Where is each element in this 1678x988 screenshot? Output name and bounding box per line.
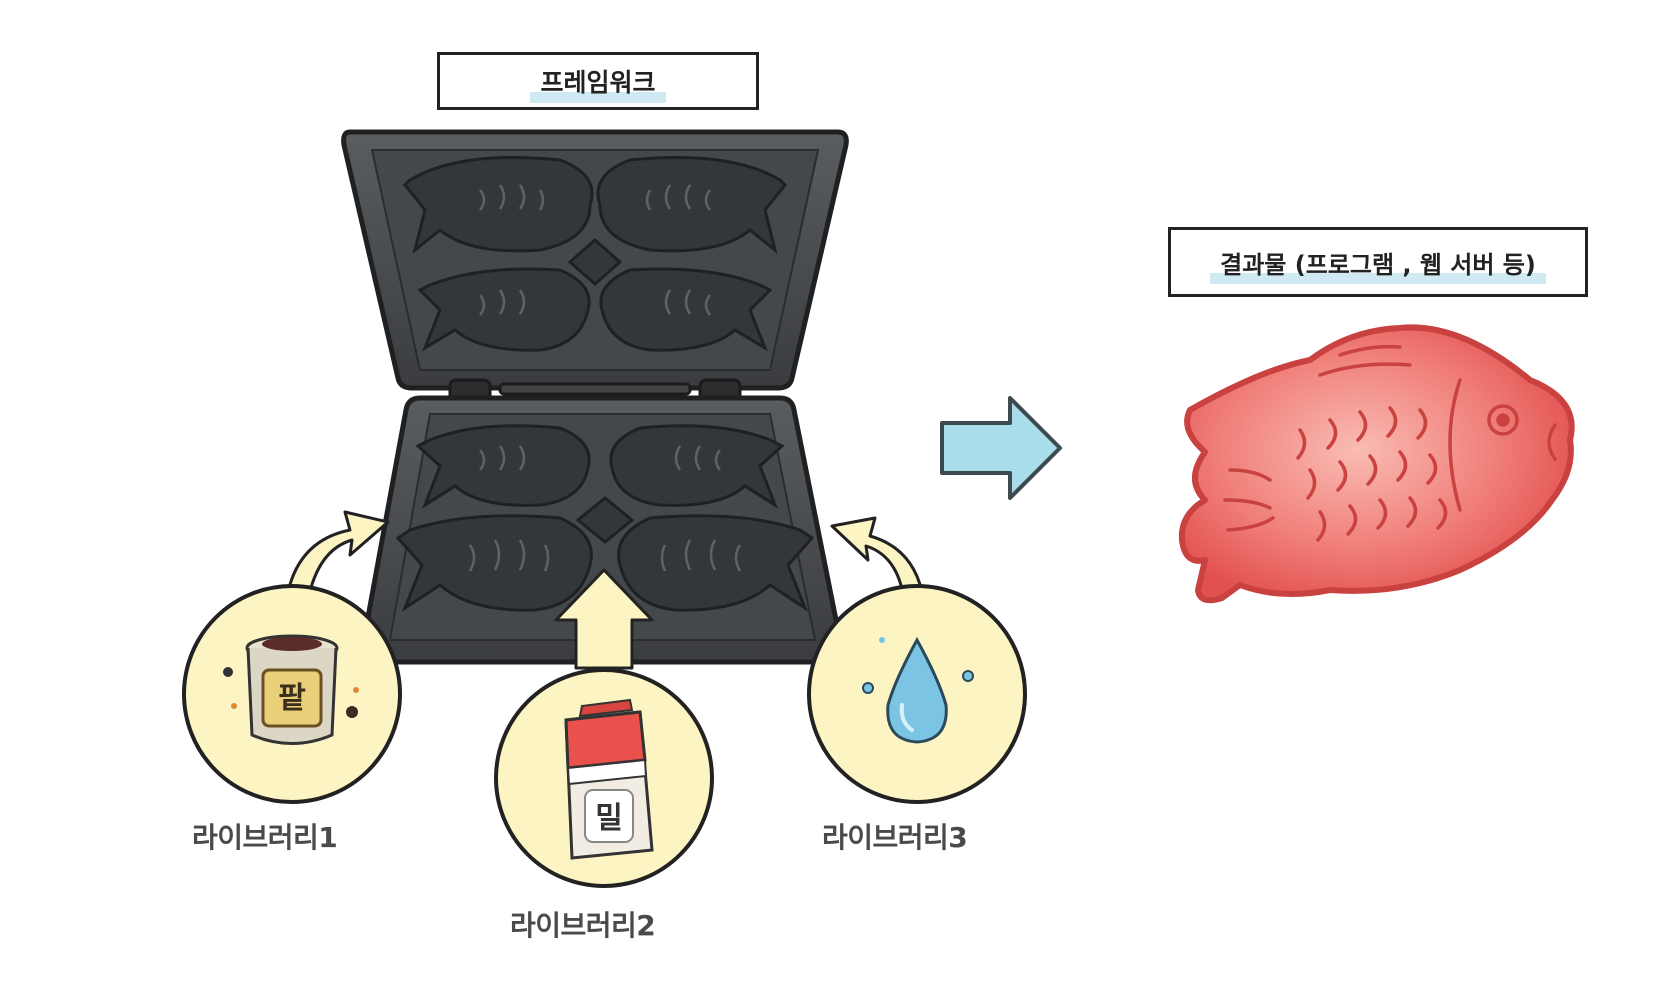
result-label: 결과물 (프로그램 , 웹 서버 등) xyxy=(1210,245,1546,284)
framework-label: 프레임워크 xyxy=(530,63,666,103)
library-2-connector xyxy=(554,568,654,670)
cavity-diamond-2 xyxy=(575,496,635,544)
cavity-fish-3 xyxy=(417,267,591,352)
cavity-fish-4 xyxy=(599,267,773,352)
cavity-fish-1 xyxy=(402,156,594,254)
library-3-label: 라이브러리3 xyxy=(822,821,968,854)
library-1-connector xyxy=(286,510,390,602)
library-3-connector xyxy=(830,516,924,602)
library-1-ingredient-text: 팥 xyxy=(278,681,306,716)
library-2-ingredient-text: 밀 xyxy=(595,801,623,836)
water-drop-icon xyxy=(862,636,974,744)
framework-label-box: 프레임워크 xyxy=(437,52,759,110)
cavity-diamond xyxy=(567,238,623,286)
library-2-label: 라이브러리2 xyxy=(510,909,656,942)
bungeoppang-fish-icon xyxy=(1178,324,1575,604)
library-1-label: 라이브러리1 xyxy=(192,821,338,854)
library-1-bubble xyxy=(182,584,402,804)
result-label-box: 결과물 (프로그램 , 웹 서버 등) xyxy=(1168,227,1588,297)
cavity-fish-7 xyxy=(395,514,593,612)
result-arrow-icon xyxy=(940,396,1062,500)
red-bean-jar-icon xyxy=(223,634,359,745)
mold-top-plate xyxy=(341,129,849,391)
library-3-bubble xyxy=(807,584,1027,804)
mold-bottom-plate xyxy=(359,395,845,665)
cavity-fish-8 xyxy=(617,514,815,612)
library-2-bubble xyxy=(494,668,714,888)
flour-bag-icon xyxy=(564,698,654,860)
cavity-fish-2 xyxy=(596,156,788,254)
